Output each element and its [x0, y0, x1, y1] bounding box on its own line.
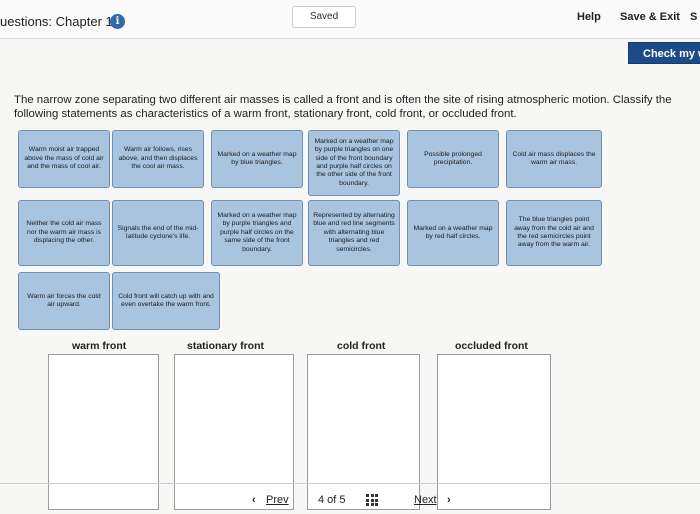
top-bar: uestions: Chapter 16 i Saved Help Save &…: [0, 0, 700, 39]
statement-card[interactable]: Marked on a weather map by purple triang…: [211, 200, 303, 266]
statement-card[interactable]: Neither the cold air mass nor the warm a…: [18, 200, 110, 266]
help-button[interactable]: Help: [577, 11, 601, 23]
warm-front-label: warm front: [72, 340, 127, 352]
cold-front-label: cold front: [337, 340, 386, 352]
stationary-front-label: stationary front: [187, 340, 265, 352]
statement-card[interactable]: Signals the end of the mid-latitude cycl…: [112, 200, 204, 266]
save-exit-button[interactable]: Save & Exit: [620, 11, 680, 23]
statement-card[interactable]: Cold air mass displaces the warm air mas…: [506, 130, 602, 188]
page-position: 4 of 5: [318, 494, 346, 506]
occluded-front-label: occluded front: [455, 340, 528, 352]
divider: [0, 483, 700, 484]
chapter-title: uestions: Chapter 16: [0, 14, 120, 29]
statement-card[interactable]: Warm air follows, rises above, and then …: [112, 130, 204, 188]
check-my-work-button[interactable]: Check my w: [628, 42, 700, 64]
statement-card[interactable]: Warm air forces the cold air upward.: [18, 272, 110, 330]
statement-card[interactable]: Represented by alternating blue and red …: [308, 200, 400, 266]
statement-card[interactable]: Possible prolonged precipitation.: [407, 130, 499, 188]
info-icon[interactable]: i: [110, 14, 125, 29]
next-button[interactable]: Next: [414, 494, 437, 506]
question-text: The narrow zone separating two different…: [14, 94, 672, 120]
warm-front-dropzone[interactable]: [48, 354, 159, 510]
grid-icon[interactable]: [366, 494, 378, 506]
submit-button[interactable]: S: [690, 11, 698, 23]
chevron-right-icon[interactable]: ›: [447, 494, 451, 506]
prev-button[interactable]: Prev: [266, 494, 289, 506]
statement-card[interactable]: Warm moist air trapped above the mass of…: [18, 130, 110, 188]
chevron-left-icon[interactable]: ‹: [252, 494, 256, 506]
statement-card[interactable]: Marked on a weather map by purple triang…: [308, 130, 400, 196]
saved-status: Saved: [292, 6, 356, 28]
occluded-front-dropzone[interactable]: [437, 354, 551, 510]
cold-front-dropzone[interactable]: [307, 354, 420, 510]
statement-card[interactable]: The blue triangles point away from the c…: [506, 200, 602, 266]
statement-card[interactable]: Marked on a weather map by blue triangle…: [211, 130, 303, 188]
statement-card[interactable]: Marked on a weather map by red half circ…: [407, 200, 499, 266]
stationary-front-dropzone[interactable]: [174, 354, 294, 510]
statement-card[interactable]: Cold front will catch up with and even o…: [112, 272, 220, 330]
